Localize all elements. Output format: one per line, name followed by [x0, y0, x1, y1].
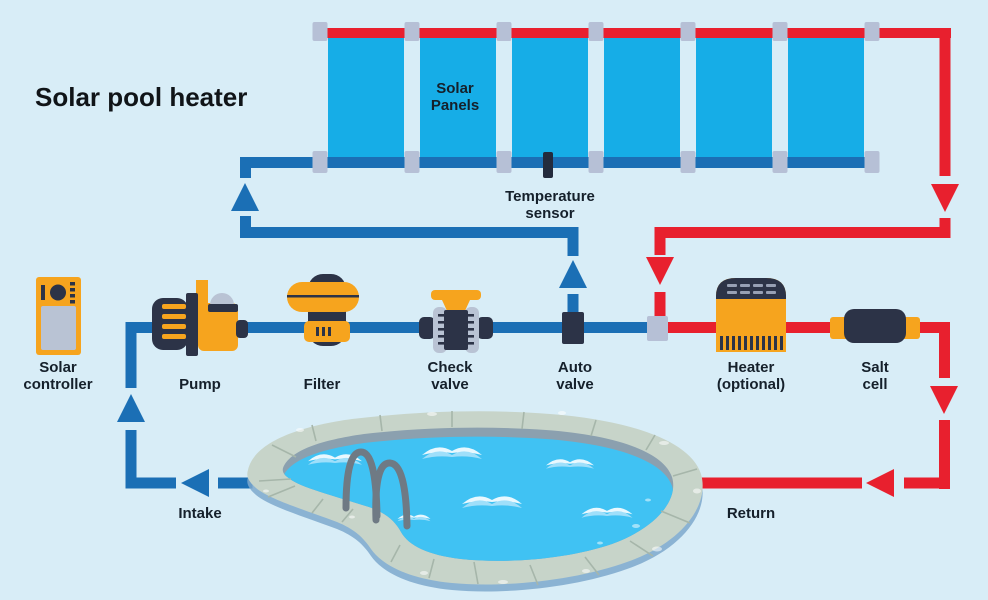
solar-panel-4 [604, 38, 680, 157]
intake-label: Intake [178, 505, 222, 522]
heater-label: Heater (optional) [716, 359, 786, 393]
pipe-return-horizontal [668, 477, 945, 489]
panel-top-hot-pipe [314, 28, 951, 38]
salt-cell-icon [830, 309, 920, 343]
to-heater-down-arrow-icon [646, 257, 674, 285]
panel-bottom-cold-manifold [240, 157, 878, 168]
solar-panel-2 [420, 38, 496, 157]
panel-pipe-connectors [312, 22, 880, 173]
filter-icon [287, 274, 359, 346]
check-valve-icon [419, 290, 493, 353]
return-left-arrow-icon [866, 469, 894, 497]
pool [247, 411, 703, 592]
autovalve-up-arrow-icon [559, 260, 587, 288]
temperature-sensor-icon [543, 152, 553, 178]
to-panels-up-arrow-icon [231, 183, 259, 211]
heater-inlet-connector [647, 316, 668, 341]
solar-panel-array [240, 22, 951, 178]
temperature-sensor-label: Temperature sensor [505, 188, 595, 222]
solar-panel-1 [328, 38, 404, 157]
pool-ladder-icon [342, 448, 411, 530]
solar-panels-label: Solar Panels [430, 80, 480, 114]
deck-speckles [263, 411, 701, 584]
auto-valve-label: Auto valve [556, 359, 594, 393]
solar-panel-5 [696, 38, 772, 157]
pipe-main-cold [125, 322, 649, 333]
solar-controller-label: Solar controller [23, 359, 93, 393]
pump-icon [152, 280, 248, 356]
pipe-main-hot [652, 322, 950, 333]
pipe-upper-cold-horizontal [240, 227, 578, 238]
intake-left-arrow-icon [181, 469, 209, 497]
pipe-panel-return-drop [939, 28, 951, 233]
solar-controller-icon [36, 277, 81, 355]
return-down-arrow-icon [930, 386, 958, 414]
return-label: Return [726, 505, 776, 522]
filter-label: Filter [303, 376, 341, 393]
check-valve-label: Check valve [427, 359, 473, 393]
pipe-heater-drop-dash [654, 292, 666, 316]
flow-arrows [117, 183, 959, 497]
heater-icon [716, 278, 786, 352]
from-panels-down-arrow-icon [931, 184, 959, 212]
diagram-title: Solar pool heater [35, 82, 248, 112]
pipe-upper-hot-horizontal [654, 227, 951, 238]
solar-panel-6 [788, 38, 864, 157]
intake-up-arrow-icon [117, 394, 145, 422]
auto-valve-icon [562, 312, 584, 344]
pump-label: Pump [179, 376, 221, 393]
water-sparkles [597, 498, 651, 545]
deck-tile-lines [258, 411, 698, 586]
salt-cell-label: Salt cell [861, 359, 889, 393]
solar-panel-3 [512, 38, 588, 157]
pipe-heater-drop [654, 227, 666, 255]
